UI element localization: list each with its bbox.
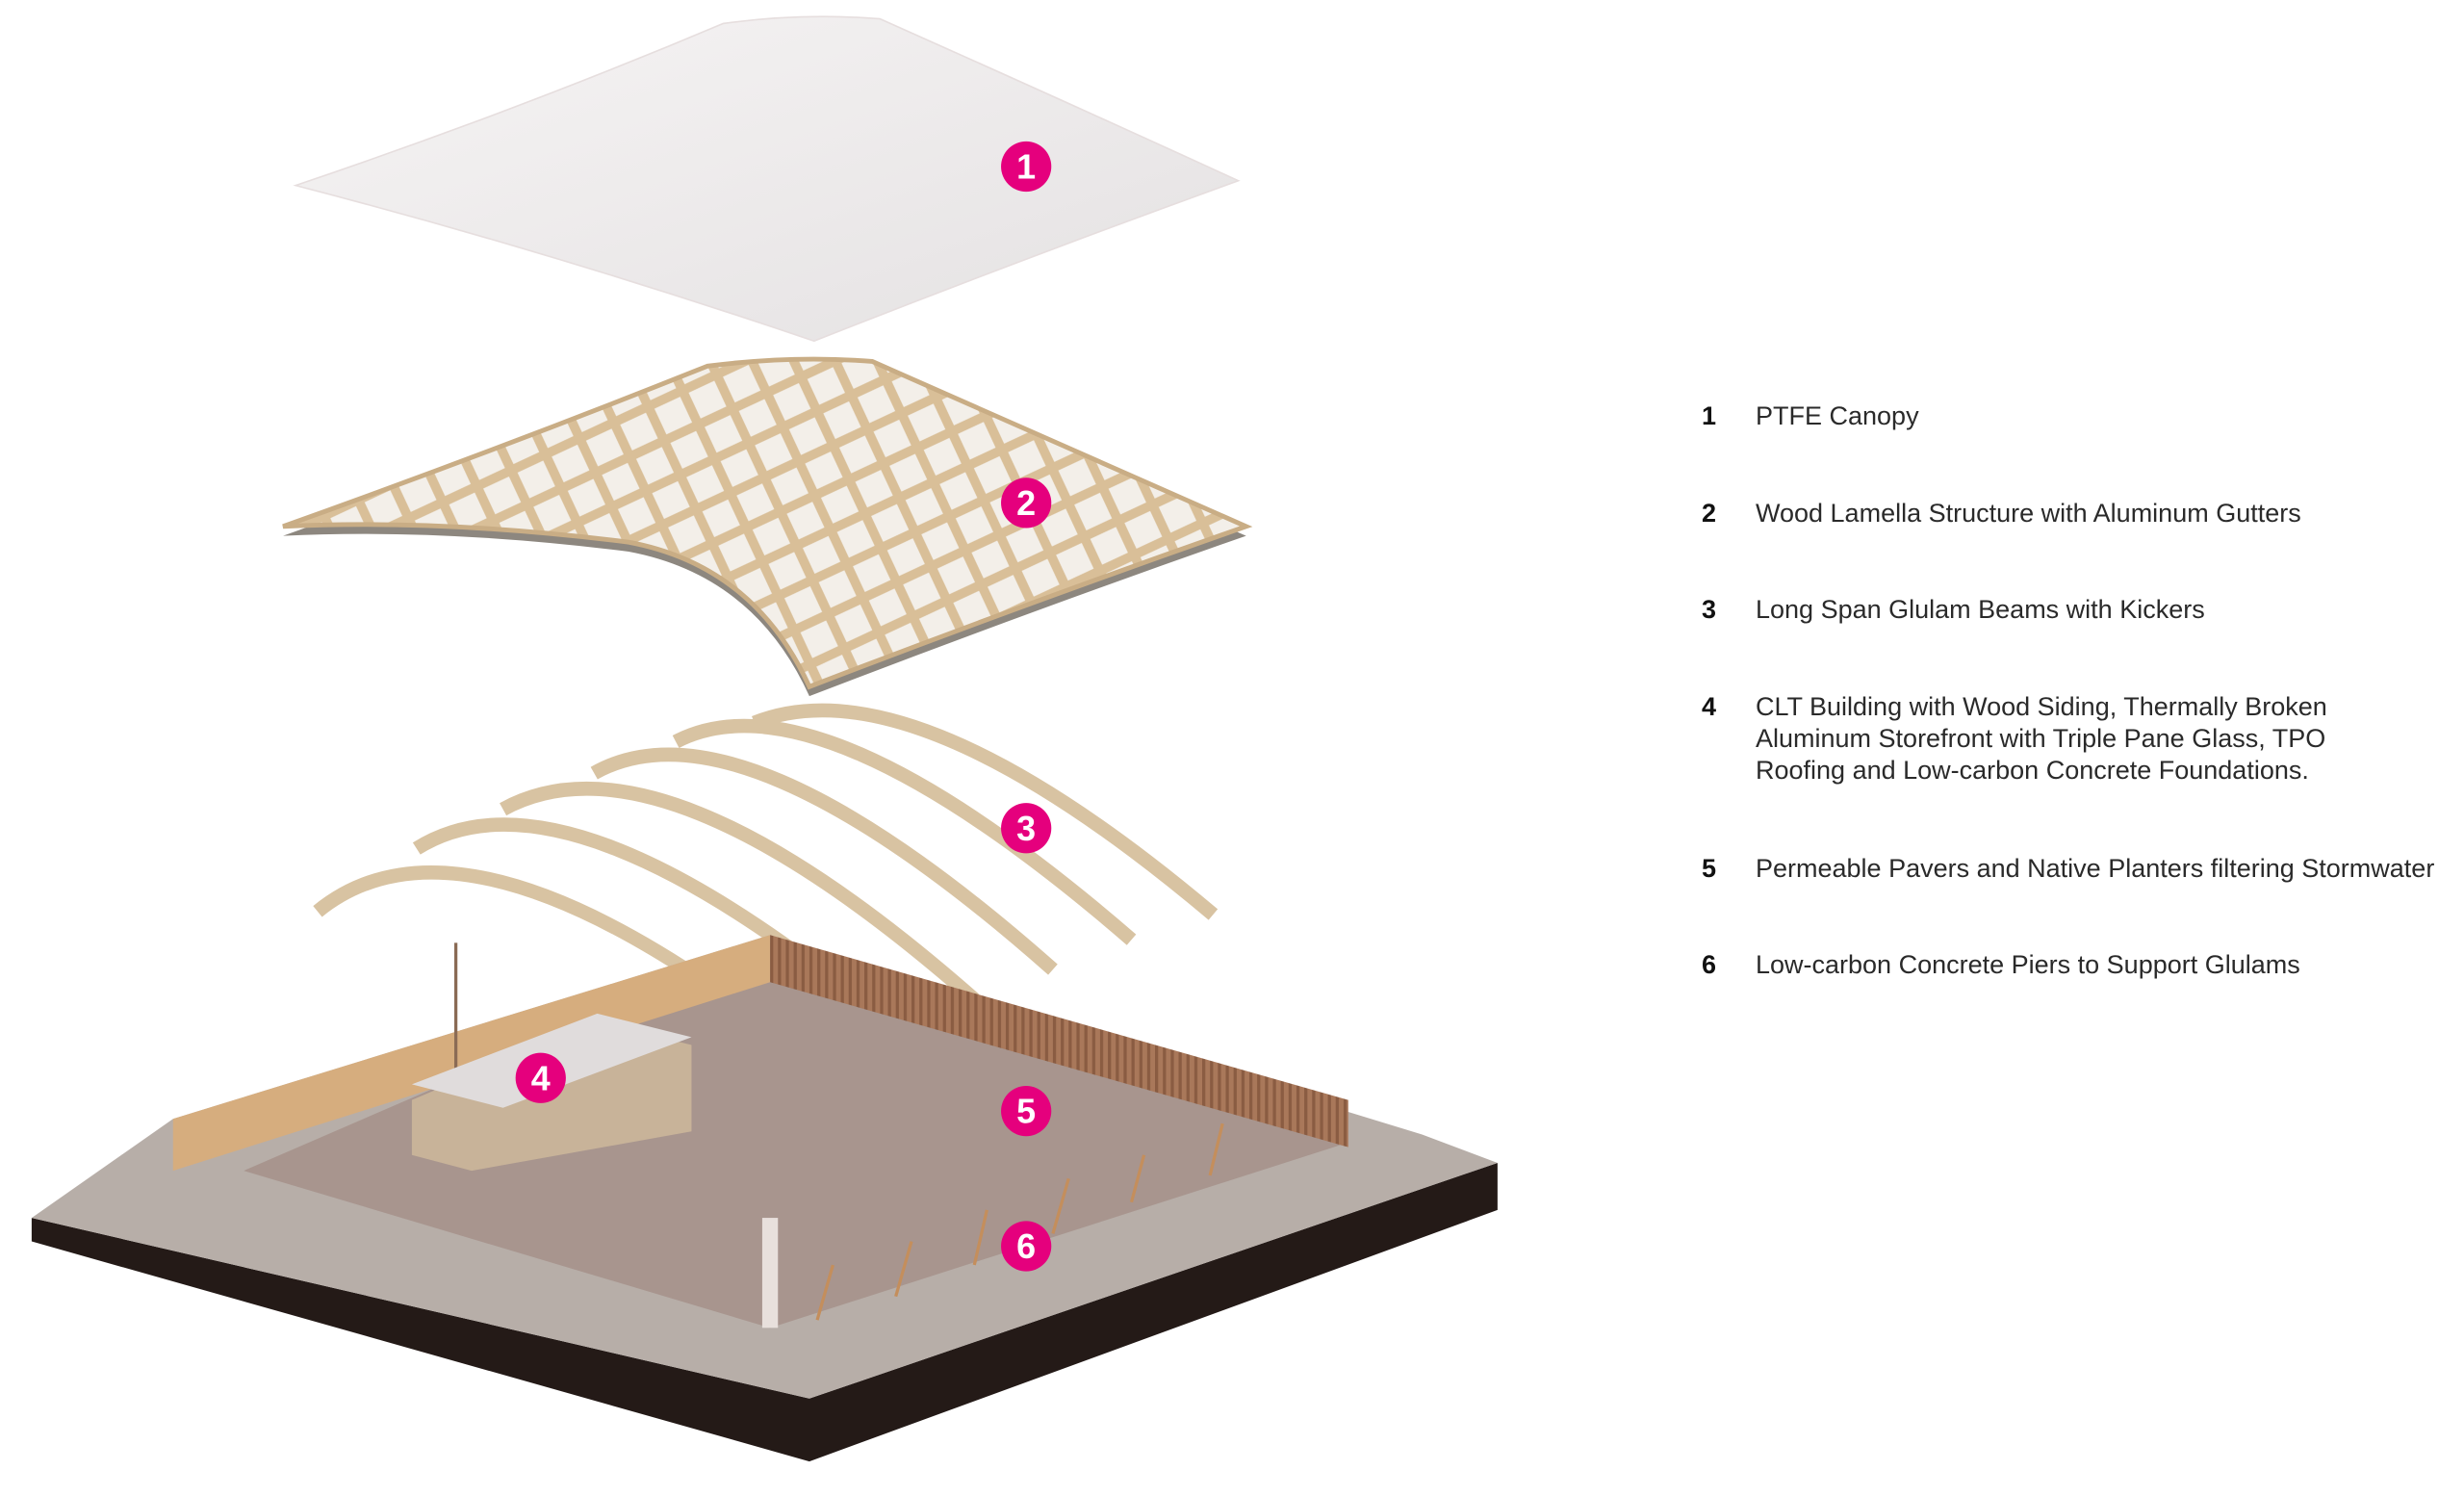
legend-text: Permeable Pavers and Native Planters fil… [1756,854,2435,883]
concrete-piers [815,1122,1224,1321]
ptfe-canopy [293,15,1241,343]
legend-text: CLT Building with Wood Siding, Thermally… [1756,692,2327,785]
callout-2: 2 [1001,477,1052,529]
sign-pylon [761,1218,779,1328]
svg-text:1: 1 [1016,147,1036,187]
legend-item: 1 PTFE Canopy [1702,400,2449,432]
svg-text:3: 3 [1016,809,1036,848]
callout-6: 6 [1001,1221,1052,1272]
legend-number: 6 [1702,950,1717,979]
legend-number: 2 [1702,499,1717,528]
legend-text: Long Span Glulam Beams with Kickers [1756,595,2205,624]
legend-number: 1 [1702,401,1717,430]
legend-number: 4 [1702,692,1717,721]
callout-5: 5 [1001,1085,1052,1137]
svg-text:5: 5 [1016,1092,1036,1131]
legend-item: 6 Low-carbon Concrete Piers to Support Gl… [1702,949,2449,981]
legend-item: 4 CLT Building with Wood Siding, Thermall… [1702,691,2420,787]
svg-text:4: 4 [531,1058,551,1097]
legend-number: 3 [1702,595,1717,624]
fence-left [172,935,771,1172]
legend-number: 5 [1702,854,1717,883]
callout-1: 1 [1001,141,1052,193]
site-base [31,935,1498,1462]
legend-item: 3 Long Span Glulam Beams with Kickers [1702,594,2449,626]
svg-text:2: 2 [1016,483,1036,523]
legend-text: PTFE Canopy [1756,401,1919,430]
callout-4: 4 [515,1052,566,1103]
wood-lamella-structure [282,356,1253,697]
svg-text:6: 6 [1016,1226,1036,1266]
callout-3: 3 [1001,803,1052,854]
legend-text: Low-carbon Concrete Piers to Support Glu… [1756,950,2300,979]
legend-item: 2 Wood Lamella Structure with Aluminum Gu… [1702,498,2449,529]
fence-right [770,935,1348,1148]
legend-text: Wood Lamella Structure with Aluminum Gut… [1756,499,2301,528]
legend-item: 5 Permeable Pavers and Native Planters fi… [1702,853,2449,885]
